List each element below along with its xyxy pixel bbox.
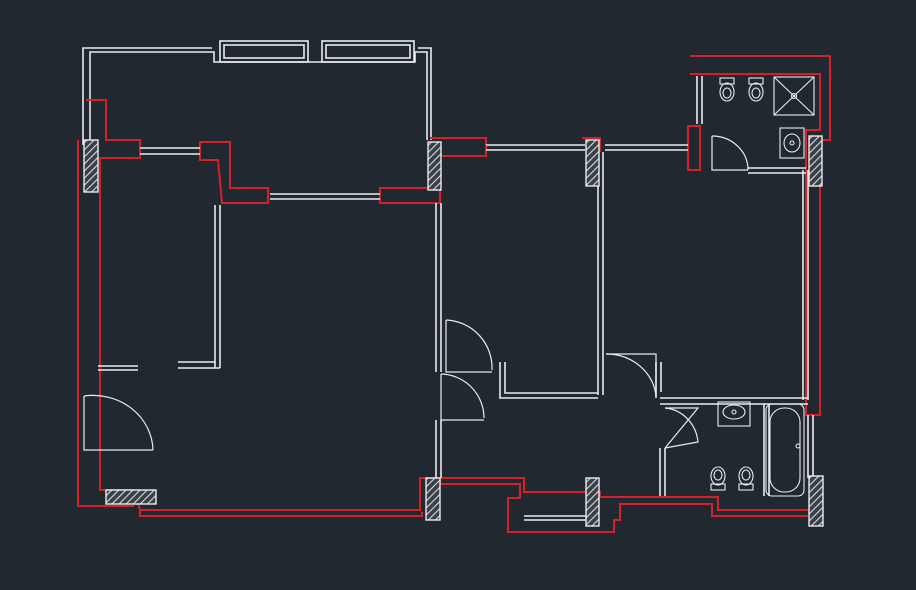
balcony-window-left — [219, 40, 309, 63]
columns — [83, 135, 824, 527]
toilet-icon — [738, 466, 754, 491]
balcony-window-left-inner — [223, 44, 305, 59]
door-swing-icon — [605, 353, 657, 397]
toilet-icon — [719, 77, 735, 102]
column-hatch-icon — [585, 139, 600, 187]
interior-walls — [98, 76, 814, 521]
toilet-icon — [710, 466, 726, 491]
door-swings — [83, 135, 749, 451]
column-hatch-icon — [427, 141, 442, 191]
column-hatch-icon — [83, 139, 99, 193]
red-outline — [77, 55, 831, 533]
door-swing-icon — [440, 373, 485, 421]
sink-icon — [717, 401, 751, 427]
bathroom-top-right — [719, 76, 815, 159]
column-hatch-icon — [585, 477, 600, 527]
column-hatch-icon — [808, 475, 824, 527]
door-swing-icon — [711, 135, 749, 171]
balcony — [82, 40, 432, 145]
toilet-icon — [748, 77, 764, 102]
door-swing-icon — [445, 319, 493, 373]
sink-icon — [779, 127, 805, 159]
shower-icon — [773, 76, 815, 116]
column-hatch-icon — [808, 135, 823, 187]
bathtub-icon — [765, 403, 805, 497]
door-swing-icon — [83, 394, 154, 451]
balcony-window-right — [321, 40, 415, 63]
column-hatch-icon — [105, 489, 157, 505]
column-hatch-icon — [425, 477, 441, 521]
door-swing-icon — [664, 407, 700, 449]
balcony-window-right-inner — [325, 44, 411, 59]
bathroom-bottom-right — [710, 401, 805, 497]
